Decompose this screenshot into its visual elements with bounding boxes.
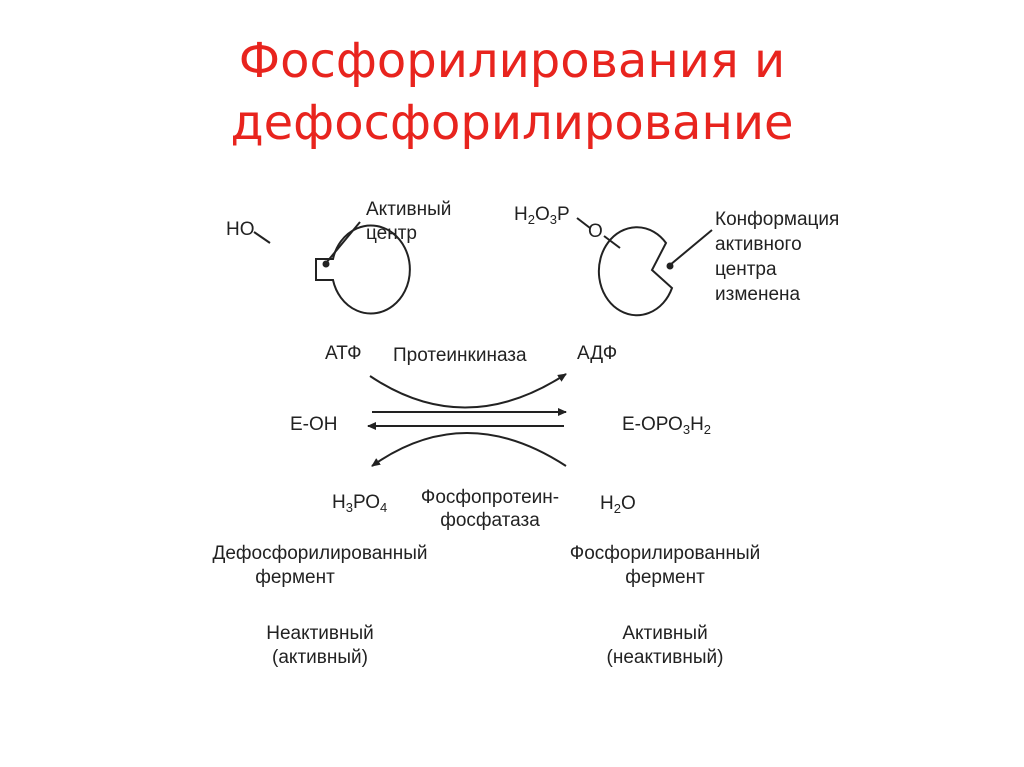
left-activity-line2: (активный) bbox=[272, 647, 368, 668]
atp-adp-arc bbox=[369, 373, 567, 409]
right-conformation-label-line1: Конформация bbox=[715, 209, 840, 230]
right-state-name-line1: Фосфорилированный bbox=[569, 543, 761, 564]
right-state-name-line2: фермент bbox=[625, 567, 705, 588]
kinase-label: Протеинкиназа bbox=[393, 345, 527, 366]
left-hydroxyl-group: HO bbox=[226, 219, 255, 240]
left-active-site-label-line1: Активный bbox=[366, 199, 452, 220]
e-oh-label: Е-ОН bbox=[290, 414, 338, 435]
left-state-name-line2: фермент bbox=[255, 567, 335, 588]
phosphatase-label-line2: фосфатаза bbox=[440, 510, 540, 531]
e-oro3h2-label: Е-ОРО3Н2 bbox=[622, 414, 712, 437]
slide-title: Фосфорилирования и дефосфорилирование bbox=[0, 30, 1024, 154]
right-site-pointer bbox=[669, 229, 713, 266]
left-site-pointer bbox=[325, 221, 361, 264]
phosphatase-label-line1: Фосфопротеин- bbox=[420, 487, 560, 508]
adp-label: АДФ bbox=[577, 343, 618, 364]
right-conformation-label-line3: центра bbox=[715, 259, 777, 280]
title-line-2: дефосфорилирование bbox=[230, 95, 794, 151]
right-oxygen-atom: O bbox=[588, 221, 603, 242]
left-active-site-label-line2: центр bbox=[366, 223, 417, 244]
right-conformation-label-line2: активного bbox=[715, 234, 802, 255]
left-activity-line1: Неактивный bbox=[266, 623, 374, 644]
right-conformation-label-line4: изменена bbox=[715, 284, 801, 305]
title-line-1: Фосфорилирования и bbox=[238, 33, 786, 89]
atp-label: АТФ bbox=[325, 343, 362, 364]
right-activity-line1: Активный bbox=[622, 623, 708, 644]
right-o-enzyme-bond bbox=[603, 235, 621, 249]
left-ho-bond bbox=[253, 231, 271, 244]
h2o-h3po4-arc bbox=[371, 432, 567, 467]
right-enzyme-shape bbox=[597, 226, 674, 317]
right-phosphate-group: H2O3P bbox=[514, 204, 570, 227]
left-state-name-line1: Дефосфорилированный bbox=[212, 543, 428, 564]
h2o-label: Н2О bbox=[600, 493, 636, 516]
h3po4-label: Н3РО4 bbox=[332, 492, 388, 515]
right-p-o-bond bbox=[576, 217, 591, 229]
right-activity-line2: (неактивный) bbox=[606, 647, 724, 668]
left-enzyme-shape bbox=[315, 224, 411, 315]
